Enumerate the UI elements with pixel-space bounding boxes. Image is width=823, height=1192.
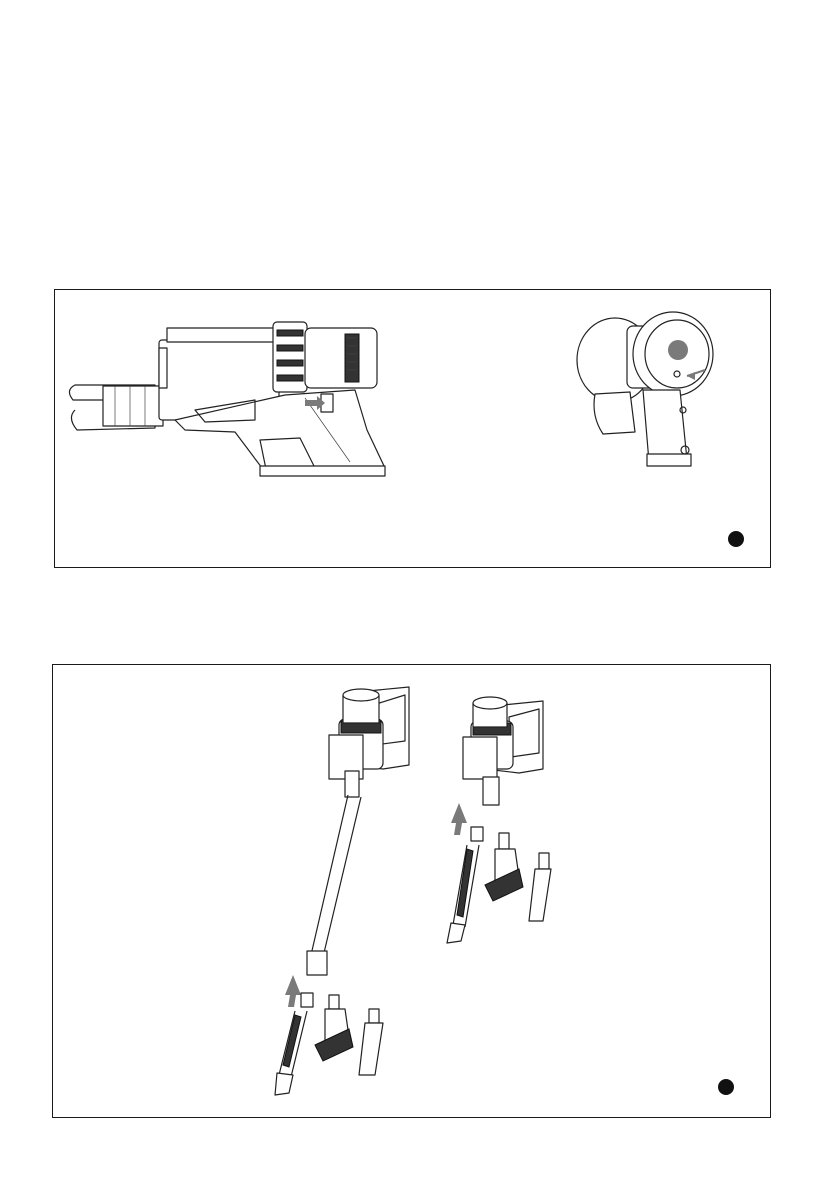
figure-panel-1 bbox=[54, 289, 771, 568]
figure-marker-dot bbox=[718, 1079, 734, 1095]
vacuum-rear-view-illustration bbox=[55, 290, 772, 569]
figure-marker-dot bbox=[728, 531, 744, 547]
figure-panel-2 bbox=[52, 664, 771, 1118]
up-arrow-icon bbox=[451, 803, 467, 835]
vacuum-handheld-accessories-illustration bbox=[53, 665, 772, 1119]
